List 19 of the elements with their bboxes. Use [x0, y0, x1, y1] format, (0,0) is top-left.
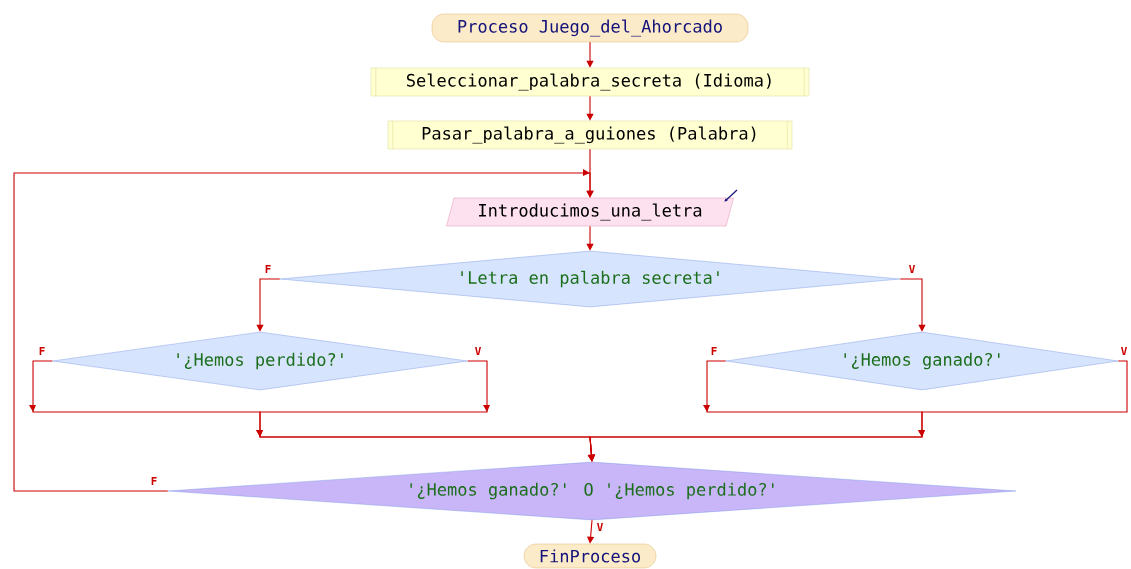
edge-label: F: [149, 476, 159, 486]
edge-label: F: [709, 346, 719, 356]
arrow: [586, 225, 594, 251]
subprocess-box: Seleccionar_palabra_secreta (Idioma): [370, 67, 810, 97]
arrow: [586, 95, 594, 121]
edge-label: V: [473, 346, 483, 356]
arrow: [13, 169, 594, 492]
edge-label: V: [1119, 346, 1129, 356]
edge-label: V: [595, 522, 605, 532]
arrow: [586, 41, 594, 68]
edge-label: F: [37, 346, 47, 356]
arrow: [899, 278, 926, 332]
terminal-box: Proceso Juego_del_Ahorcado: [431, 13, 749, 43]
terminal-box: FinProceso: [523, 543, 657, 569]
arrow: [256, 278, 281, 332]
edge-label: F: [263, 264, 273, 274]
edge-label: V: [907, 264, 917, 274]
subprocess-box: Pasar_palabra_a_guiones (Palabra): [387, 120, 793, 150]
input-parallelogram: Introducimos_una_letra: [446, 197, 734, 227]
